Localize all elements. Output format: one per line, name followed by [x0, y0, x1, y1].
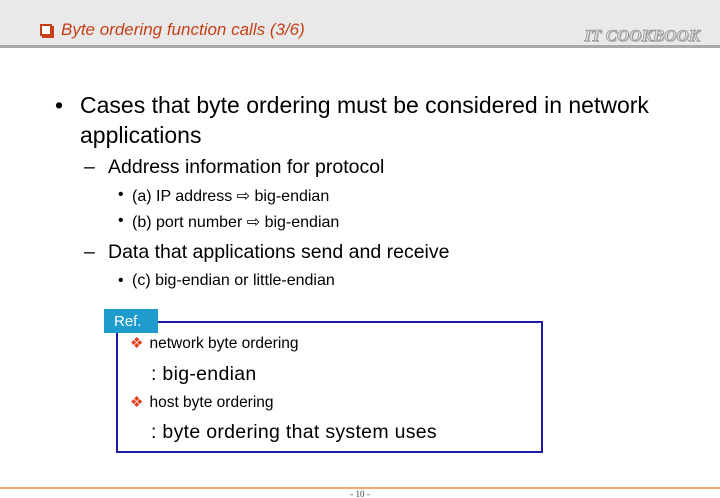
- bullet-icon: •: [55, 92, 64, 118]
- slide-title: Byte ordering function calls (3/6): [40, 20, 305, 40]
- main-bullet-text: Cases that byte ordering must be conside…: [80, 92, 649, 148]
- brand-logo: IT COOKBOOK: [584, 26, 700, 46]
- dash-icon: –: [84, 156, 95, 178]
- diamond-bullet-icon: ❖: [130, 394, 144, 411]
- bullet-icon: •: [118, 272, 124, 289]
- list-item-text: (c) big-endian or little-endian: [132, 272, 335, 289]
- sub-bullet-address-info: – Address information for protocol: [84, 156, 384, 179]
- slide-title-text: Byte ordering function calls (3/6): [61, 20, 305, 39]
- ref-term-host-byte-ordering: ❖ host byte ordering: [130, 393, 274, 412]
- bullet-icon: •: [118, 212, 124, 229]
- list-item-text: (b) port number ⇨ big-endian: [132, 214, 340, 231]
- sub-bullet-app-data: – Data that applications send and receiv…: [84, 241, 449, 264]
- footer-divider: [0, 487, 720, 489]
- page-number: - 10 -: [350, 489, 370, 498]
- diamond-bullet-icon: ❖: [130, 335, 144, 352]
- list-item-port-number: • (b) port number ⇨ big-endian: [118, 212, 339, 232]
- main-bullet: • Cases that byte ordering must be consi…: [55, 90, 695, 150]
- reference-box: [116, 321, 543, 453]
- sub-bullet-text: Data that applications send and receive: [108, 241, 450, 263]
- ref-term-network-byte-ordering: ❖ network byte ordering: [130, 334, 299, 353]
- list-item-ip-address: • (a) IP address ⇨ big-endian: [118, 186, 329, 206]
- reference-label: Ref.: [104, 309, 158, 333]
- sub-bullet-text: Address information for protocol: [108, 156, 385, 178]
- ref-definition-host: : byte ordering that system uses: [151, 421, 437, 443]
- slide-header: Byte ordering function calls (3/6) IT CO…: [0, 0, 720, 48]
- list-item-endianness: • (c) big-endian or little-endian: [118, 272, 335, 290]
- bullet-icon: •: [118, 186, 124, 203]
- dash-icon: –: [84, 241, 95, 263]
- ref-term-text: network byte ordering: [149, 335, 299, 352]
- list-item-text: (a) IP address ⇨ big-endian: [132, 188, 330, 205]
- ref-term-text: host byte ordering: [149, 394, 274, 411]
- square-bullet-icon: [40, 24, 52, 36]
- ref-definition-network: : big-endian: [151, 363, 257, 385]
